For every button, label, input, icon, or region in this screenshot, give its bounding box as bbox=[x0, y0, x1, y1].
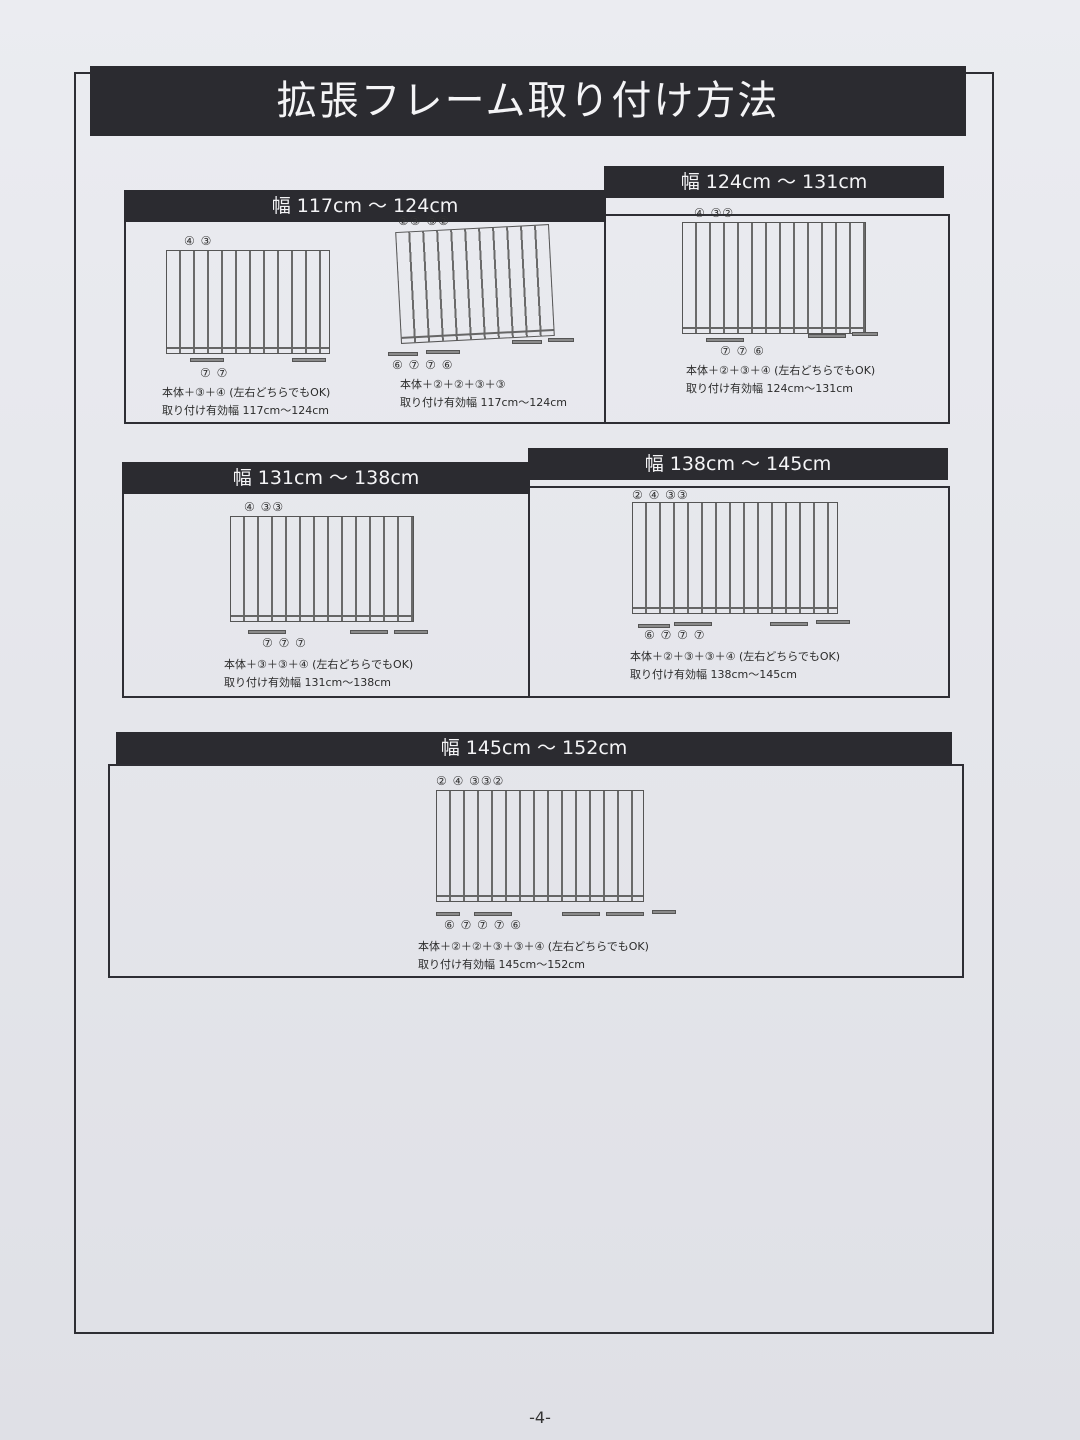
extension-bar bbox=[394, 630, 428, 634]
section-heading-145-152: 幅 145cm 〜 152cm bbox=[116, 732, 952, 764]
extension-bar bbox=[548, 338, 574, 342]
part-labels-top: ②③ ③② bbox=[398, 214, 450, 228]
extension-bar bbox=[770, 622, 808, 626]
combo-text: 本体＋②＋③＋④ (左右どちらでもOK) bbox=[686, 364, 876, 377]
section-heading-138-145: 幅 138cm 〜 145cm bbox=[528, 448, 948, 480]
range-text: 取り付け有効幅 117cm〜124cm bbox=[400, 396, 568, 409]
extension-bar bbox=[388, 352, 418, 356]
combo-text: 本体＋②＋②＋③＋③＋④ (左右どちらでもOK) bbox=[418, 940, 649, 953]
gate-diagram bbox=[436, 790, 644, 902]
part-labels-top: ④ ③ bbox=[184, 234, 213, 248]
gate-diagram bbox=[682, 222, 866, 334]
part-labels-bottom: ⑥ ⑦ ⑦ ⑦ bbox=[644, 628, 706, 642]
combo-text: 本体＋③＋③＋④ (左右どちらでもOK) bbox=[224, 658, 414, 671]
extension-bar bbox=[248, 630, 286, 634]
extension-bar bbox=[638, 624, 670, 628]
extension-bar bbox=[652, 910, 676, 914]
gate-diagram bbox=[166, 250, 330, 354]
extension-bar bbox=[426, 350, 460, 354]
extension-bar bbox=[606, 912, 644, 916]
variant-caption: 本体＋③＋③＋④ (左右どちらでもOK) 取り付け有効幅 131cm〜138cm bbox=[224, 656, 413, 692]
section-row-2 bbox=[122, 486, 950, 698]
extension-bar bbox=[816, 620, 850, 624]
extension-bar bbox=[674, 622, 712, 626]
gate-diagram bbox=[395, 224, 555, 344]
part-labels-bottom: ⑦ ⑦ ⑥ bbox=[720, 344, 765, 358]
row-1-divider bbox=[604, 214, 606, 424]
range-text: 取り付け有効幅 124cm〜131cm bbox=[686, 382, 854, 395]
extension-bar bbox=[512, 340, 542, 344]
variant-caption: 本体＋②＋③＋④ (左右どちらでもOK) 取り付け有効幅 124cm〜131cm bbox=[686, 362, 875, 398]
range-text: 取り付け有効幅 138cm〜145cm bbox=[630, 668, 798, 681]
extension-bar bbox=[190, 358, 224, 362]
section-heading-117-124: 幅 117cm 〜 124cm bbox=[124, 190, 606, 222]
variant-caption: 本体＋②＋③＋③＋④ (左右どちらでもOK) 取り付け有効幅 138cm〜145… bbox=[630, 648, 840, 684]
range-text: 取り付け有効幅 131cm〜138cm bbox=[224, 676, 392, 689]
combo-text: 本体＋②＋②＋③＋③ bbox=[400, 378, 506, 391]
extension-bar bbox=[562, 912, 600, 916]
extension-bar bbox=[436, 912, 460, 916]
combo-text: 本体＋③＋④ (左右どちらでもOK) bbox=[162, 386, 331, 399]
section-row-3 bbox=[108, 764, 964, 978]
part-labels-top: ② ④ ③③② bbox=[436, 774, 505, 788]
part-labels-bottom: ⑦ ⑦ bbox=[200, 366, 229, 380]
gate-diagram bbox=[632, 502, 838, 614]
variant-caption: 本体＋②＋②＋③＋③ 取り付け有効幅 117cm〜124cm bbox=[400, 376, 567, 412]
extension-bar bbox=[852, 332, 878, 336]
part-labels-bottom: ⑦ ⑦ ⑦ bbox=[262, 636, 307, 650]
gate-diagram bbox=[230, 516, 414, 622]
part-labels-bottom: ⑥ ⑦ ⑦ ⑦ ⑥ bbox=[444, 918, 523, 932]
variant-caption: 本体＋③＋④ (左右どちらでもOK) 取り付け有効幅 117cm〜124cm bbox=[162, 384, 330, 420]
part-labels-top: ④ ③② bbox=[694, 206, 735, 220]
range-text: 取り付け有効幅 145cm〜152cm bbox=[418, 958, 586, 971]
combo-text: 本体＋②＋③＋③＋④ (左右どちらでもOK) bbox=[630, 650, 841, 663]
page-title: 拡張フレーム取り付け方法 bbox=[90, 66, 966, 136]
extension-bar bbox=[808, 334, 846, 338]
extension-bar bbox=[474, 912, 512, 916]
extension-bar bbox=[350, 630, 388, 634]
variant-caption: 本体＋②＋②＋③＋③＋④ (左右どちらでもOK) 取り付け有効幅 145cm〜1… bbox=[418, 938, 649, 974]
range-text: 取り付け有効幅 117cm〜124cm bbox=[162, 404, 330, 417]
part-labels-top: ④ ③③ bbox=[244, 500, 285, 514]
section-heading-124-131: 幅 124cm 〜 131cm bbox=[604, 166, 944, 198]
extension-bar bbox=[292, 358, 326, 362]
row-2-divider bbox=[528, 476, 530, 696]
part-labels-bottom: ⑥ ⑦ ⑦ ⑥ bbox=[392, 358, 454, 372]
extension-bar bbox=[706, 338, 744, 342]
part-labels-top: ② ④ ③③ bbox=[632, 488, 689, 502]
section-heading-131-138: 幅 131cm 〜 138cm bbox=[122, 462, 530, 494]
page-number: -4- bbox=[529, 1408, 551, 1427]
